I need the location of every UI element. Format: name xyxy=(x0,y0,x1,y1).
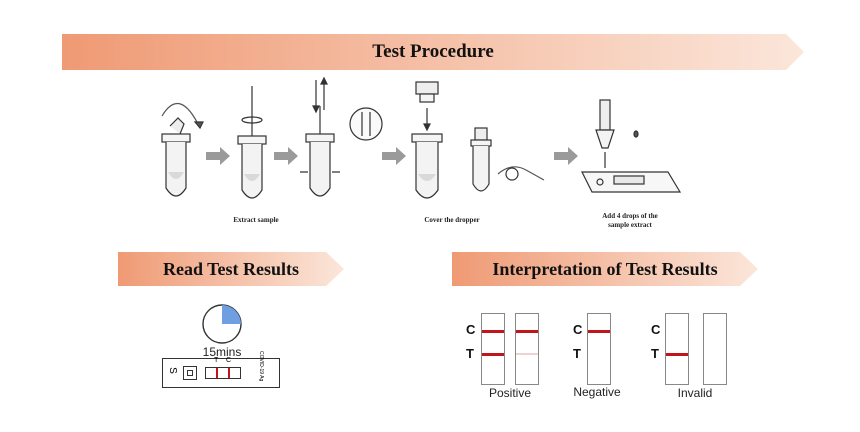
t-line xyxy=(666,353,688,356)
step-caption-cover: Cover the dropper xyxy=(424,216,480,224)
tube-step1 xyxy=(161,102,204,197)
step-caption-extract: Extract sample xyxy=(233,216,279,224)
interpretation-title: Interpretation of Test Results xyxy=(492,258,718,279)
result-window xyxy=(205,367,241,379)
positive-strip-2 xyxy=(515,313,539,385)
invalid-label: Invalid xyxy=(677,386,713,400)
positive-strip-1 xyxy=(481,313,505,385)
cassette-c-label: C xyxy=(226,357,232,364)
invalid-strip-1 xyxy=(665,313,689,385)
positive-label: Positive xyxy=(488,386,532,400)
positive-t-label: T xyxy=(466,346,474,361)
banner-arrow-shape xyxy=(62,34,804,70)
cassette-side-text: COVID-19 Ag xyxy=(258,351,264,382)
tube-step6 xyxy=(581,99,682,193)
invalid-strip-2 xyxy=(703,313,727,385)
test-cassette: S T C COVID-19 Ag xyxy=(162,351,280,388)
negative-t-label: T xyxy=(573,346,581,361)
timer-label: 15mins xyxy=(202,345,242,359)
c-line xyxy=(482,330,504,333)
negative-label: Negative xyxy=(573,385,621,399)
t-line xyxy=(482,353,504,356)
c-line xyxy=(588,330,610,333)
test-procedure-title: Test Procedure xyxy=(372,41,494,62)
procedure-illustration xyxy=(161,76,682,199)
c-line xyxy=(228,368,230,378)
test-procedure-banner: Test Procedure xyxy=(62,34,804,70)
tube-step4 xyxy=(411,81,443,199)
step-arrow-icon xyxy=(554,147,578,165)
cassette-t-label: T xyxy=(214,357,219,364)
cassette-s-label: S xyxy=(166,367,178,374)
t-line xyxy=(216,368,218,378)
tube-step5 xyxy=(470,127,545,192)
step-arrow-icon xyxy=(206,147,230,165)
invalid-t-label: T xyxy=(651,346,659,361)
negative-strip xyxy=(587,313,611,385)
interpretation-banner: Interpretation of Test Results xyxy=(452,252,758,286)
read-results-banner: Read Test Results xyxy=(118,252,344,286)
step-caption-add-line1: Add 4 drops of the xyxy=(602,212,658,220)
sample-well xyxy=(183,366,197,380)
invalid-c-label: C xyxy=(651,322,661,337)
step-arrow-icon xyxy=(382,147,406,165)
positive-c-label: C xyxy=(466,322,476,337)
t-line-faint xyxy=(516,353,538,355)
timer-icon xyxy=(202,304,242,344)
banner-arrow-shape xyxy=(118,252,344,286)
tube-step3 xyxy=(300,76,383,197)
banner-arrow-shape xyxy=(452,252,758,286)
tube-step2 xyxy=(237,86,267,199)
c-line xyxy=(516,330,538,333)
step-caption-add-line2: sample extract xyxy=(608,221,652,229)
negative-c-label: C xyxy=(573,322,583,337)
step-arrow-icon xyxy=(274,147,298,165)
read-results-title: Read Test Results xyxy=(162,258,300,279)
